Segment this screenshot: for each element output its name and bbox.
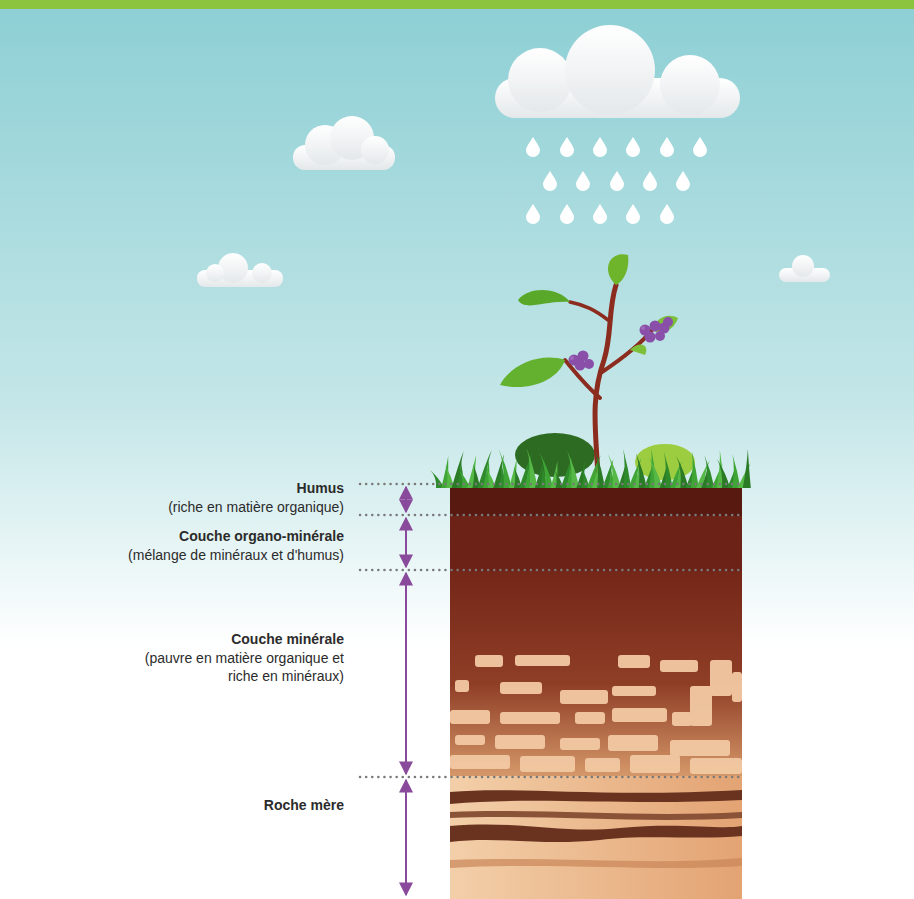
layer-name: Couche organo-minérale [179, 527, 344, 545]
top-bar [0, 0, 914, 9]
layer-name: Couche minérale [231, 630, 344, 648]
depth-arrows [405, 487, 407, 895]
layer-description: (pauvre en matière organique et riche en… [144, 649, 344, 685]
layer-name: Humus [297, 479, 344, 497]
plant [500, 254, 695, 480]
layer-boundaries [360, 484, 742, 777]
clouds [197, 25, 830, 287]
layer-description: (mélange de minéraux et d'humus) [128, 546, 344, 564]
soil-column [450, 484, 742, 899]
layer-name: Roche mère [264, 796, 344, 814]
grass [430, 448, 751, 488]
layer-description: (riche en matière organique) [168, 498, 344, 516]
raindrops [526, 137, 707, 224]
